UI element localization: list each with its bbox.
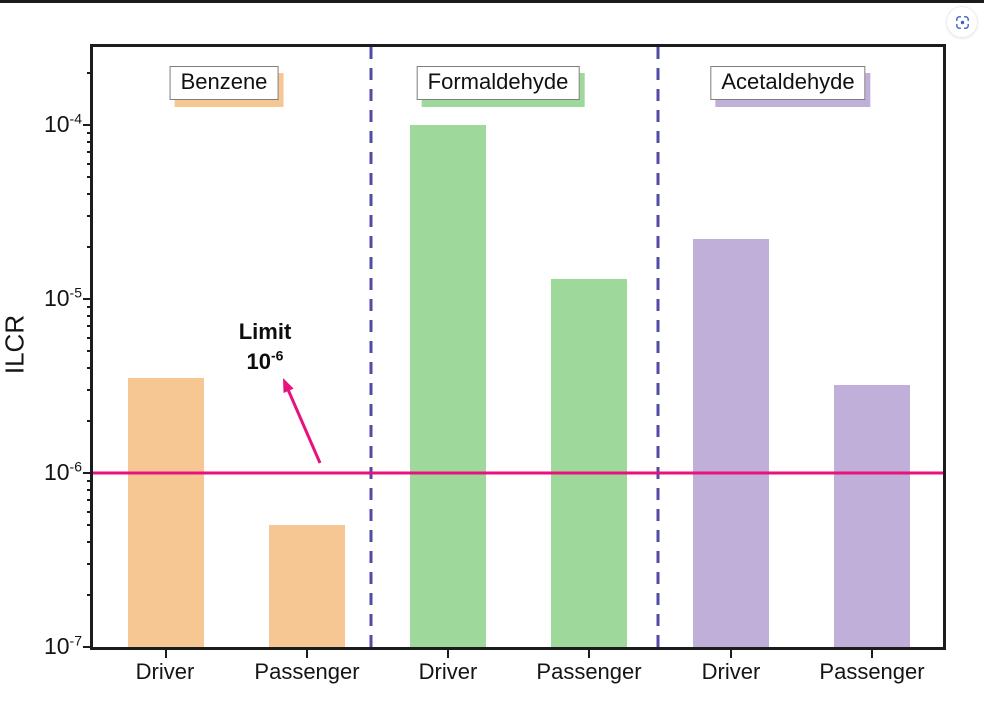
y-minor-tick — [87, 388, 93, 391]
y-minor-tick — [87, 488, 93, 491]
y-minor-tick — [87, 245, 93, 248]
y-minor-tick — [87, 336, 93, 339]
x-tick — [588, 650, 591, 658]
screen-capture-button[interactable] — [947, 7, 977, 37]
x-label-benzene-driver: Driver — [135, 659, 195, 684]
y-minor-tick — [87, 176, 93, 179]
y-major-tick — [83, 124, 93, 126]
y-minor-tick — [87, 305, 93, 308]
x-label-formaldehyde-driver: Driver — [418, 659, 478, 684]
y-minor-tick — [87, 214, 93, 217]
y-minor-tick — [87, 324, 93, 327]
y-minor-tick — [87, 71, 93, 74]
x-tick — [447, 650, 450, 658]
y-minor-tick — [87, 162, 93, 165]
limit-annotation-value: 10-6 — [246, 347, 284, 374]
bar-formaldehyde-passenger — [551, 279, 628, 647]
y-minor-tick — [87, 314, 93, 317]
y-minor-tick — [87, 193, 93, 196]
y-axis-title: ILCR — [0, 314, 30, 375]
y-minor-tick — [87, 131, 93, 134]
bar-acetaldehyde-driver — [692, 239, 769, 647]
y-major-tick — [83, 646, 93, 648]
bar-benzene-passenger — [268, 525, 345, 647]
y-minor-tick — [87, 419, 93, 422]
y-minor-tick — [87, 140, 93, 143]
y-minor-tick — [87, 498, 93, 501]
y-minor-tick — [87, 479, 93, 482]
limit-annotation-title: Limit — [238, 319, 292, 344]
y-minor-tick — [87, 562, 93, 565]
y-minor-tick — [87, 593, 93, 596]
x-tick — [164, 650, 167, 658]
y-tick-label: 10-5 — [43, 284, 82, 311]
y-minor-tick — [87, 150, 93, 153]
plot-frame — [90, 44, 946, 650]
screen-capture-icon — [955, 15, 969, 29]
y-minor-tick — [87, 350, 93, 353]
bar-acetaldehyde-passenger — [834, 385, 910, 647]
limit-annotation: Limit 10-6 — [205, 317, 325, 377]
y-tick-label: 10-4 — [43, 110, 82, 137]
top-border-line — [0, 0, 984, 3]
x-tick — [305, 650, 308, 658]
y-major-tick — [83, 472, 93, 474]
bar-formaldehyde-driver — [410, 125, 487, 647]
x-label-benzene-passenger: Passenger — [254, 659, 360, 684]
x-label-acetaldehyde-passenger: Passenger — [819, 659, 925, 684]
y-major-tick — [83, 298, 93, 300]
y-minor-tick — [87, 510, 93, 513]
y-minor-tick — [87, 541, 93, 544]
y-tick-label: 10-7 — [43, 632, 82, 659]
y-minor-tick — [87, 367, 93, 370]
x-tick — [729, 650, 732, 658]
group-label-acetaldehyde: Acetaldehyde — [710, 66, 866, 100]
bar-benzene-driver — [127, 378, 204, 647]
x-label-formaldehyde-passenger: Passenger — [536, 659, 642, 684]
group-label-benzene: Benzene — [169, 66, 279, 100]
y-minor-tick — [87, 524, 93, 527]
group-label-formaldehyde: Formaldehyde — [416, 66, 580, 100]
x-tick — [871, 650, 873, 658]
y-tick-label: 10-6 — [43, 458, 82, 485]
x-label-acetaldehyde-driver: Driver — [701, 659, 761, 684]
